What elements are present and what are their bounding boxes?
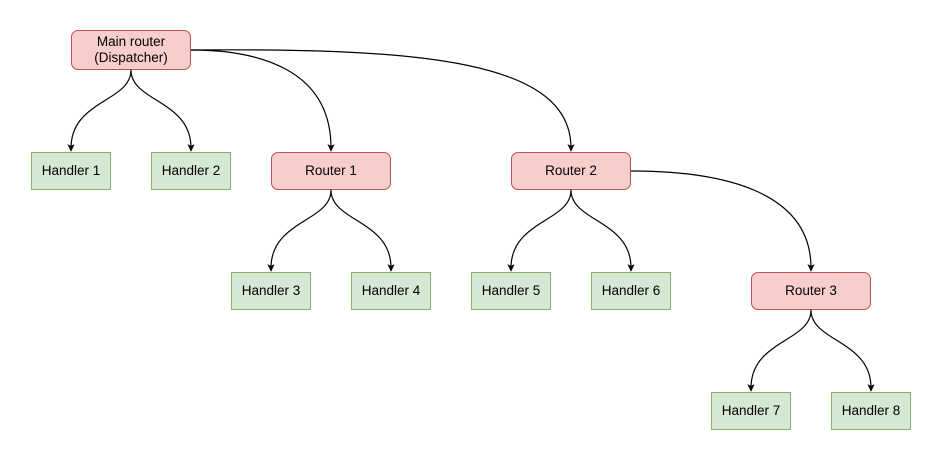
- node-label-handler-1: Handler 1: [41, 163, 101, 178]
- node-label-handler-7: Handler 7: [721, 403, 781, 418]
- node-router-2[interactable]: Router 2: [511, 152, 631, 190]
- node-handler-8[interactable]: Handler 8: [831, 392, 911, 430]
- node-label-handler-3: Handler 3: [241, 283, 301, 298]
- node-handler-5[interactable]: Handler 5: [471, 272, 551, 310]
- edge-main-router-to-handler-2: [130, 69, 195, 152]
- node-label-handler-4: Handler 4: [361, 283, 421, 298]
- edge-router-3-to-handler-8: [810, 309, 875, 392]
- edge-router-2-to-handler-5: [507, 189, 572, 272]
- node-handler-2[interactable]: Handler 2: [151, 152, 231, 190]
- node-label-handler-5: Handler 5: [481, 283, 541, 298]
- node-main-router[interactable]: Main router (Dispatcher): [71, 30, 191, 70]
- edges-group: [67, 49, 875, 392]
- node-handler-1[interactable]: Handler 1: [31, 152, 111, 190]
- edge-router-2-to-handler-6: [570, 189, 635, 272]
- edge-main-router-to-router-1: [190, 49, 335, 152]
- node-handler-4[interactable]: Handler 4: [351, 272, 431, 310]
- node-label-handler-2: Handler 2: [161, 163, 221, 178]
- node-label-main-router: Main router (Dispatcher): [94, 34, 168, 65]
- node-handler-6[interactable]: Handler 6: [591, 272, 671, 310]
- edge-router-2-to-router-3: [630, 170, 815, 272]
- node-handler-7[interactable]: Handler 7: [711, 392, 791, 430]
- node-label-handler-8: Handler 8: [841, 403, 901, 418]
- node-label-handler-6: Handler 6: [601, 283, 661, 298]
- edge-main-router-to-router-2: [190, 49, 575, 152]
- node-router-3[interactable]: Router 3: [751, 272, 871, 310]
- edge-main-router-to-handler-1: [67, 69, 132, 152]
- edge-router-1-to-handler-4: [330, 189, 395, 272]
- edge-router-3-to-handler-7: [747, 309, 812, 392]
- node-handler-3[interactable]: Handler 3: [231, 272, 311, 310]
- node-label-router-3: Router 3: [785, 283, 837, 298]
- node-label-router-2: Router 2: [545, 163, 597, 178]
- node-label-router-1: Router 1: [305, 163, 357, 178]
- edge-router-1-to-handler-3: [267, 189, 332, 272]
- node-router-1[interactable]: Router 1: [271, 152, 391, 190]
